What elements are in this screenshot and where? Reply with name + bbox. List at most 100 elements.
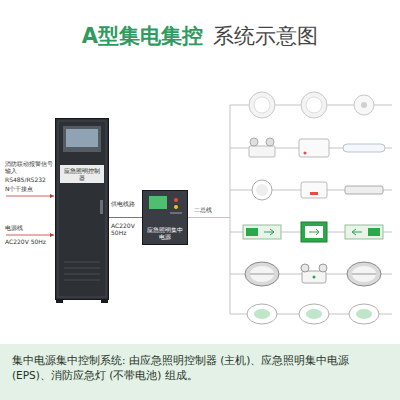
round-lamp-part [256,184,268,196]
wire-label: 电源线 [5,224,53,231]
caption: 集中电源集中控制系统: 由应急照明控制器 (主机)、应急照明集中电源 (EPS)… [12,353,388,383]
exit-sign [345,225,383,239]
box-lamp-part [310,192,318,195]
node-label: 应急照明控制器 [60,165,104,183]
eps-box-body-part [149,196,167,209]
exit-sign-part [264,229,274,235]
cabinet-body-part [101,300,108,303]
exit-sign-part [243,225,281,239]
cabinet-body-part [64,280,100,281]
wire-label: RS485/RS232 [5,176,53,183]
downlight-part [254,97,270,113]
node-label: 应急照明集中电源 [145,227,185,241]
bar-lamp [345,186,383,194]
cabinet-body-part [58,121,106,297]
wire-label: 二总线 [194,206,226,213]
title-row: A型集电集控系统示意图 [0,22,400,50]
wire-label: AC220V 50Hz [5,238,53,245]
downlight-part [301,92,327,118]
controller-cabinet: 应急照明控制器 [55,118,109,300]
flat-lamp-part [356,309,372,319]
round-lamp [252,180,272,200]
twin-spot-lamp-part [249,146,275,157]
wire-label: 供电线路 [111,200,141,207]
bulkhead-lamp-part [352,266,376,282]
twin-spot-lamp-part [250,138,258,146]
box-lamp [301,182,327,198]
exit-sign-part [246,228,258,236]
tube-lamp-part [343,144,385,152]
twin-spot-lamp [249,138,275,157]
cabinet-body-part [63,126,101,152]
twin-head-lamp-part [319,264,327,272]
bus-wires [188,105,392,314]
downlight [249,92,275,118]
cabinet-body [55,118,109,303]
cabinet-body-part [55,118,109,300]
input-wires [6,196,54,235]
bulkhead-lamp-part [347,262,381,286]
ceiling-lamp [354,95,374,115]
wire-label: 消防联动报警信号输入 [5,160,53,174]
exit-sign-part [352,229,362,235]
bulkhead-lamp-part [245,262,279,286]
caption-band: 集中电源集中控制系统: 由应急照明控制器 (主机)、应急照明集中电源 (EPS)… [0,344,400,400]
downlight [301,92,327,118]
bus-wires-part [188,217,230,218]
flat-lamp [247,304,277,324]
wall-lamp [299,139,329,157]
tube-lamp [343,144,385,152]
exit-sign-part [368,228,380,236]
flat-lamp-part [299,304,329,324]
exit-sign [301,222,327,242]
exit-sign-part [309,229,319,235]
exit-sign-part [345,225,383,239]
subtitle: 系统示意图 [213,24,318,48]
cabinet-body-part [64,274,100,275]
title: A型集电集控 [82,24,203,48]
bulkhead-lamp-part [250,274,274,275]
twin-head-lamp-part [313,276,316,279]
cabinet-body-part [64,268,100,269]
twin-spot-lamp-part [266,138,274,146]
eps-box-body-part [170,212,182,214]
cabinet-body-part [100,200,103,214]
box-lamp-part [301,182,327,198]
bulkhead-lamp-part [352,274,376,275]
round-lamp-part [252,180,272,200]
flat-lamp-part [349,304,379,324]
flat-lamp [299,304,329,324]
exit-sign [243,225,281,239]
bulkhead-lamp-part [250,266,274,282]
wire-label: AC220V 50Hz [111,222,141,236]
exit-sign-part [305,226,323,238]
wall-lamp-part [304,152,307,155]
flat-lamp-part [254,309,270,319]
flat-lamp [349,304,379,324]
wall-lamp-part [299,139,329,157]
input-wires-part [6,235,54,236]
flat-lamp-part [306,309,322,319]
downlight-part [306,97,322,113]
bar-lamp-part [345,186,383,194]
ceiling-lamp-part [354,95,374,115]
cabinet-body-part [56,300,63,303]
input-wires-part [6,196,54,197]
ceiling-lamp-part [361,102,367,108]
wire-label: N个干接点 [5,185,53,192]
cabinet-body-part [66,129,98,147]
power-line [109,217,142,218]
exit-sign-part [301,222,327,242]
twin-head-lamp [301,264,327,283]
eps-box-body-part [142,190,188,245]
eps-box-body-part [174,198,178,202]
eps-box-body [142,190,188,245]
bulkhead-lamp [347,262,381,286]
twin-head-lamp-part [301,264,309,272]
flat-lamp-part [247,304,277,324]
eps-power-box: 应急照明集中电源 [142,190,188,245]
bulkhead-lamp [245,262,279,286]
